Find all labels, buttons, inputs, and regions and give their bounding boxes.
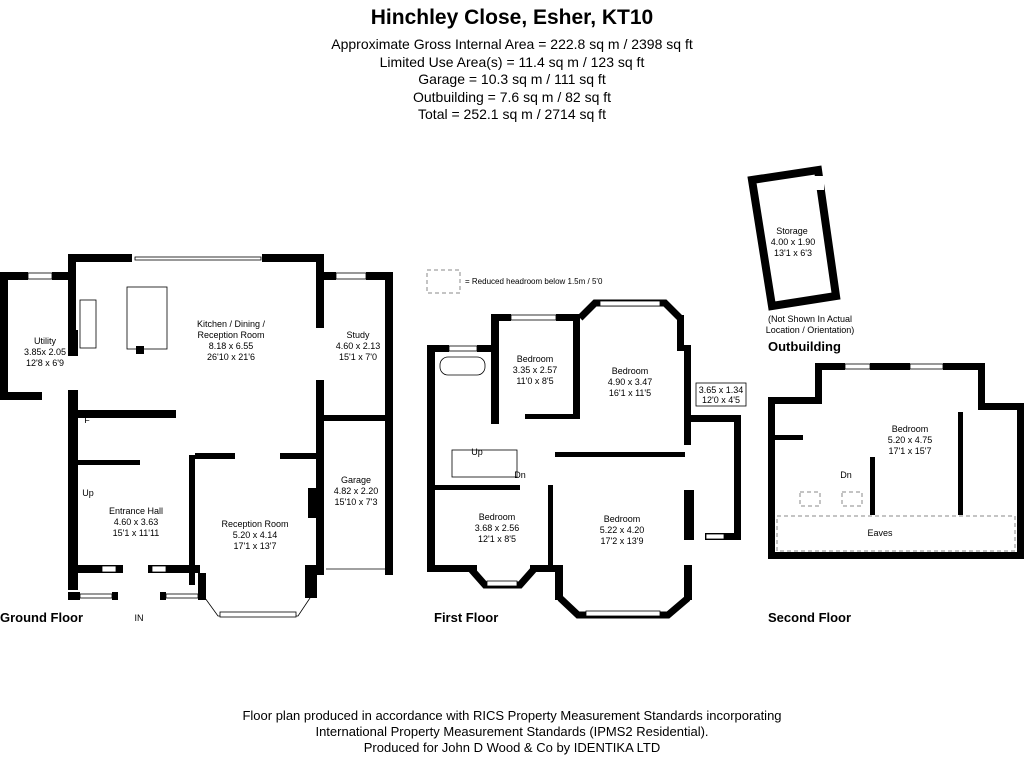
stairs-down-label: Dn: [514, 470, 526, 480]
outbuilding-plan: [747, 165, 841, 311]
entrance-label: IN: [135, 613, 144, 623]
outbuilding-note-line1: (Not Shown In Actual: [768, 314, 852, 324]
room-study-imperial: 15'1 x 7'0: [339, 352, 377, 362]
outbuilding-note-line2: Location / Orientation): [766, 325, 855, 335]
reduced-headroom-legend-text: = Reduced headroom below 1.5m / 5'0: [465, 277, 603, 286]
room-bed4-imperial: 17'2 x 13'9: [601, 536, 644, 546]
room-reception-metric: 5.20 x 4.14: [233, 530, 278, 540]
footer-line-1: Floor plan produced in accordance with R…: [242, 708, 782, 723]
second-floor-label: Second Floor: [768, 610, 851, 625]
room-reception-imperial: 17'1 x 13'7: [234, 541, 277, 551]
room-bed3-name: Bedroom: [479, 512, 516, 522]
room-bed3-imperial: 12'1 x 8'5: [478, 534, 516, 544]
room-bed1-metric: 3.35 x 2.57: [513, 365, 558, 375]
area-outbuilding: Outbuilding = 7.6 sq m / 82 sq ft: [412, 88, 612, 105]
area-summary: Approximate Gross Internal Area = 222.8 …: [0, 36, 1024, 124]
stairs-down-label: Dn: [840, 470, 852, 480]
reduced-headroom-legend-swatch: [426, 269, 461, 294]
area-gross: Approximate Gross Internal Area = 222.8 …: [331, 36, 693, 52]
first-floor-plan: [427, 299, 741, 619]
outbuilding-label: Outbuilding: [768, 339, 841, 354]
room-garage-name: Garage: [341, 475, 371, 485]
room-garage-metric: 4.82 x 2.20: [334, 486, 379, 496]
closet-dimension-box: [695, 382, 747, 407]
room-bed3-metric: 3.68 x 2.56: [475, 523, 520, 533]
room-bed1-imperial: 11'0 x 8'5: [516, 376, 553, 386]
room-sf-bedroom-metric: 5.20 x 4.75: [888, 435, 933, 445]
room-utility-imperial: 12'8 x 6'9: [26, 358, 64, 368]
fridge-label: F: [84, 415, 90, 425]
room-utility-name: Utility: [34, 336, 56, 346]
room-hall-metric: 4.60 x 3.63: [114, 517, 159, 527]
area-total: Total = 252.1 sq m / 2714 sq ft: [418, 106, 606, 122]
property-title: Hinchley Close, Esher, KT10: [370, 6, 654, 29]
room-bed2-imperial: 16'1 x 11'5: [609, 388, 651, 398]
eaves-label: Eaves: [867, 528, 893, 538]
room-bed4-metric: 5.22 x 4.20: [600, 525, 645, 535]
ground-floor-plan: [0, 254, 393, 618]
room-bed1-name: Bedroom: [517, 354, 554, 364]
room-study-name: Study: [346, 330, 370, 340]
area-limited: Limited Use Area(s) = 11.4 sq m / 123 sq…: [379, 53, 645, 70]
room-kitchen-metric: 8.18 x 6.55: [209, 341, 254, 351]
second-floor-plan: [768, 363, 1024, 559]
room-storage-metric: 4.00 x 1.90: [771, 237, 816, 247]
footer-line-2: International Property Measurement Stand…: [315, 724, 709, 739]
room-sf-bedroom-imperial: 17'1 x 15'7: [889, 446, 932, 456]
ground-floor-label: Ground Floor: [0, 610, 83, 625]
room-utility-metric: 3.85x 2.05: [24, 347, 66, 357]
room-storage-imperial: 13'1 x 6'3: [774, 248, 812, 258]
stairs-up-label: Up: [82, 488, 94, 498]
room-garage-imperial: 15'10 x 7'3: [335, 497, 378, 507]
room-hall-imperial: 15'1 x 11'11: [113, 528, 160, 538]
first-floor-label: First Floor: [434, 610, 498, 625]
room-bed2-metric: 4.90 x 3.47: [608, 377, 653, 387]
stairs-up-label: Up: [471, 447, 483, 457]
footer-notes: Floor plan produced in accordance with R…: [0, 708, 1024, 756]
room-kitchen-name2: Reception Room: [197, 330, 264, 340]
room-reception-name: Reception Room: [221, 519, 288, 529]
room-bed4-name: Bedroom: [604, 514, 641, 524]
room-sf-bedroom-name: Bedroom: [892, 424, 929, 434]
area-garage: Garage = 10.3 sq m / 111 sq ft: [418, 71, 606, 87]
room-storage-name: Storage: [776, 226, 808, 236]
room-hall-name: Entrance Hall: [109, 506, 163, 516]
room-closet-metric: 3.65 x 1.34: [699, 385, 744, 395]
room-bed2-name: Bedroom: [612, 366, 649, 376]
room-study-metric: 4.60 x 2.13: [336, 341, 381, 351]
room-kitchen-name1: Kitchen / Dining /: [197, 319, 266, 329]
room-kitchen-imperial: 26'10 x 21'6: [207, 352, 255, 362]
room-closet-imperial: 12'0 x 4'5: [702, 395, 740, 405]
footer-line-3: Produced for John D Wood & Co by IDENTIK…: [363, 740, 661, 755]
